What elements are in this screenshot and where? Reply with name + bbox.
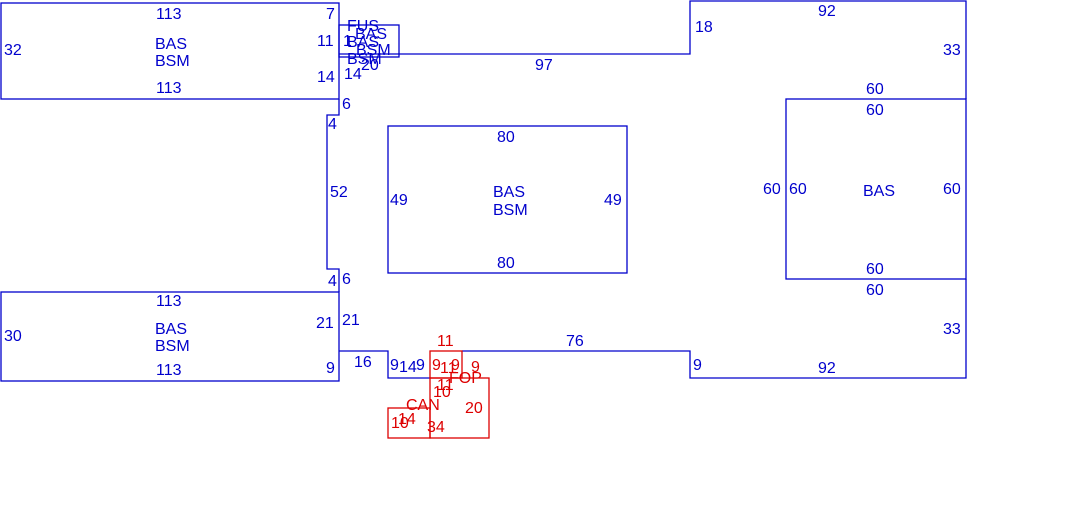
room-sublabel: BSM bbox=[155, 53, 190, 70]
dimension-label: 9 bbox=[432, 357, 441, 374]
dimension-label: 49 bbox=[390, 192, 408, 209]
blue-shapes bbox=[0, 0, 967, 382]
dimension-label: 9 bbox=[451, 357, 460, 374]
red-shapes bbox=[387, 350, 490, 439]
room-label: FOP bbox=[449, 370, 482, 387]
room-right bbox=[785, 98, 967, 280]
dimension-label: 92 bbox=[818, 360, 836, 377]
dimension-label: 6 bbox=[342, 96, 351, 113]
dimension-label: 113 bbox=[156, 293, 182, 310]
dimension-label: 14 bbox=[398, 411, 416, 428]
room-label: BAS bbox=[493, 184, 525, 201]
dimension-label: 11 bbox=[317, 33, 334, 50]
dimension-label: 11 bbox=[437, 377, 454, 394]
dimension-label: 7 bbox=[326, 6, 335, 23]
room-top-left-labels: BAS BSM 113 113 32 7 11 14 bbox=[4, 6, 335, 97]
red-room-can bbox=[387, 407, 431, 439]
dimension-label: 14 bbox=[399, 359, 417, 376]
dimension-label: 9 bbox=[416, 357, 425, 374]
small-room bbox=[338, 24, 400, 58]
room-sublabel: BSM bbox=[493, 202, 528, 219]
room-label: BAS bbox=[155, 36, 187, 53]
room-label: BAS bbox=[155, 321, 187, 338]
dimension-label: 10 bbox=[391, 415, 409, 432]
dimension-label: 113 bbox=[156, 6, 182, 23]
dimension-label: 11 bbox=[440, 360, 457, 377]
dimension-label: 11 bbox=[437, 333, 454, 350]
corridor-outline-left bbox=[326, 99, 340, 292]
room-bottom-left bbox=[0, 291, 340, 382]
dimension-label: 14 bbox=[317, 69, 335, 86]
dimension-label: 76 bbox=[566, 333, 584, 350]
dimension-label: 80 bbox=[497, 129, 515, 146]
dimension-label: 34 bbox=[427, 419, 445, 436]
dimension-label: 60 bbox=[866, 81, 884, 98]
dimension-label: 52 bbox=[330, 184, 348, 201]
room-sublabel: BSM bbox=[356, 42, 391, 59]
dimension-label: 21 bbox=[316, 315, 334, 332]
dimension-label: 60 bbox=[866, 282, 884, 299]
dimension-label: 1 bbox=[343, 33, 352, 50]
dimension-label: 60 bbox=[866, 261, 884, 278]
dimension-label: 4 bbox=[328, 273, 337, 290]
dimension-label: 4 bbox=[328, 116, 337, 133]
dimension-label: 97 bbox=[535, 57, 553, 74]
corridor-labels: 6 4 52 4 6 21 16 97 76 18 92 92 33 33 60… bbox=[328, 3, 961, 377]
dimension-label: 32 bbox=[4, 42, 22, 59]
room-right-labels: BAS 60 60 60 60 bbox=[789, 102, 961, 278]
dimension-label: 60 bbox=[789, 181, 807, 198]
dimension-label: 60 bbox=[943, 181, 961, 198]
dimension-label: 18 bbox=[695, 19, 713, 36]
room-center-labels: BAS BSM 80 80 49 49 bbox=[390, 129, 622, 272]
red-group-labels: 11 9 11 9 9 FOP 11 10 CAN 20 14 10 34 bbox=[391, 333, 483, 436]
dimension-label: 30 bbox=[4, 328, 22, 345]
dimension-label: 92 bbox=[818, 3, 836, 20]
room-bottom-left-labels: BAS BSM 113 113 30 21 9 bbox=[4, 293, 335, 379]
corridor-outline-right-lower bbox=[462, 279, 967, 379]
dimension-label: 9 bbox=[326, 360, 335, 377]
room-center bbox=[387, 125, 628, 274]
dimension-label: 14 bbox=[344, 66, 362, 83]
room-sublabel: BSM bbox=[347, 51, 382, 68]
room-label: BAS bbox=[355, 26, 387, 43]
dimension-label: 21 bbox=[342, 312, 360, 329]
dimension-label: 9 bbox=[471, 359, 480, 376]
dimension-label: 20 bbox=[361, 57, 379, 74]
dimension-label: 113 bbox=[156, 362, 182, 379]
corridor-outline-top bbox=[339, 0, 967, 99]
dimension-label: 16 bbox=[354, 354, 372, 371]
room-label: BAS bbox=[347, 34, 379, 51]
room-label: FUS bbox=[347, 18, 379, 35]
corridor-outline-bottom bbox=[339, 350, 430, 379]
dimension-label: 9 bbox=[693, 357, 702, 374]
dimension-label: 80 bbox=[497, 255, 515, 272]
dimension-label: 60 bbox=[763, 181, 781, 198]
dimension-label: 33 bbox=[943, 42, 961, 59]
dimension-label: 33 bbox=[943, 321, 961, 338]
room-label: CAN bbox=[406, 397, 440, 414]
dimension-label: 6 bbox=[342, 271, 351, 288]
dimension-label: 10 bbox=[433, 384, 451, 401]
dimension-label: 9 bbox=[390, 357, 399, 374]
dimension-label: 113 bbox=[156, 80, 182, 97]
small-room-labels: FUS BAS 1 BAS BSM BSM 20 14 bbox=[343, 18, 391, 83]
room-sublabel: BSM bbox=[155, 338, 190, 355]
dimension-label: 49 bbox=[604, 192, 622, 209]
room-label: BAS bbox=[863, 183, 895, 200]
dimension-label: 60 bbox=[866, 102, 884, 119]
dimension-label: 20 bbox=[465, 400, 483, 417]
